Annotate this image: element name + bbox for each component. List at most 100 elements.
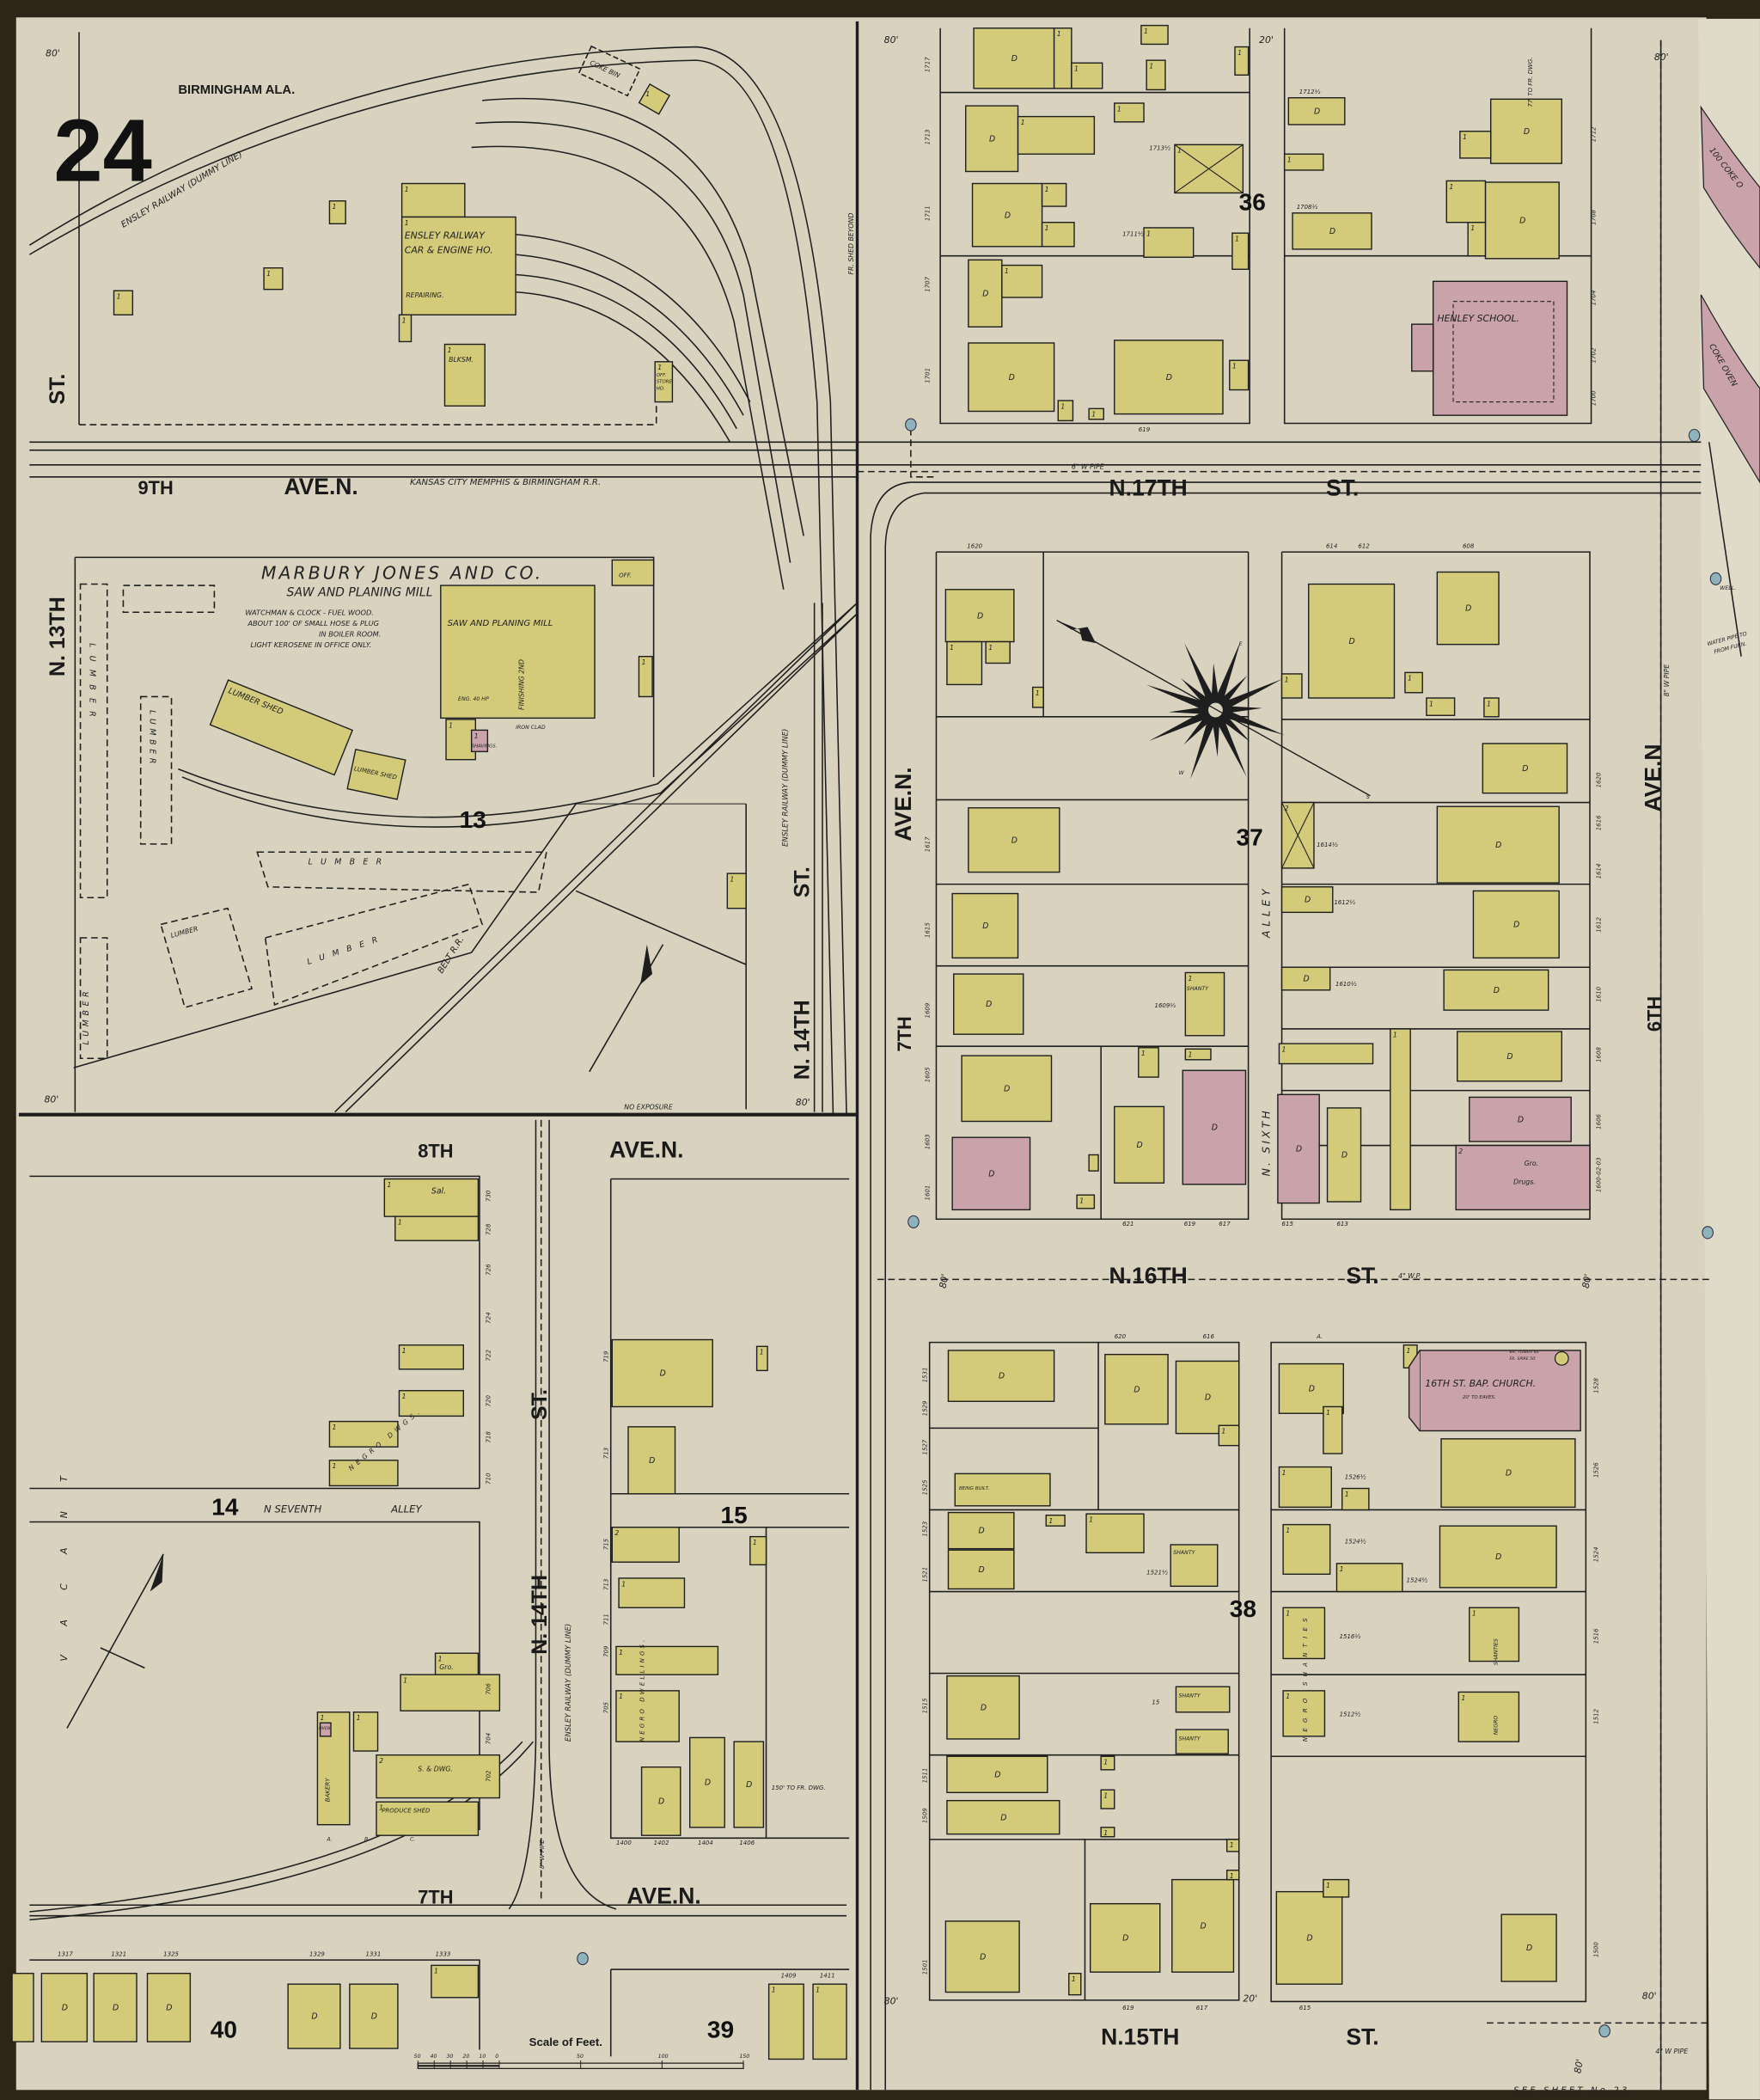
- frame-building: [400, 1674, 501, 1711]
- b36-left-lines: [939, 28, 1250, 425]
- belt-rr: [345, 613, 859, 1113]
- pipe-stub: [910, 428, 938, 478]
- story-mark: 1: [1287, 156, 1292, 164]
- dwelling-mark: D: [1011, 54, 1018, 64]
- frame-building: [611, 1527, 680, 1563]
- frame-building: [1114, 340, 1224, 415]
- frame-building: [1457, 1031, 1562, 1082]
- repairing-label: REPAIRING.: [406, 291, 443, 299]
- frame-building: [1085, 1513, 1145, 1554]
- frame-building: [947, 1350, 1055, 1402]
- frame-building: [1500, 1913, 1557, 1982]
- dwelling-mark: D: [1495, 841, 1501, 850]
- frame-building: [1225, 1839, 1240, 1852]
- address-label: 1523: [921, 1521, 929, 1537]
- block-number-14: 14: [211, 1494, 239, 1521]
- scale-tick-label: 50: [414, 2054, 421, 2060]
- frame-building: [1171, 1878, 1235, 1973]
- office-label: OFF.: [619, 572, 632, 579]
- frame-building: [618, 1577, 686, 1608]
- frame-building: [971, 182, 1043, 248]
- frame-building: [1308, 583, 1396, 699]
- pipe-4wp-label: 4" W.P.: [1398, 1272, 1421, 1280]
- address-label: 720: [484, 1395, 492, 1407]
- frame-building: [946, 1799, 1060, 1835]
- address-label: 1516: [1592, 1628, 1599, 1644]
- story-mark: 1: [1021, 119, 1025, 126]
- frame-building: [1459, 131, 1492, 159]
- iron-clad-label: IRON CLAD: [516, 725, 546, 731]
- address-label: 1713½: [1149, 144, 1170, 152]
- grocery-label: Gro.: [439, 1663, 453, 1671]
- story-mark: 1: [402, 317, 406, 325]
- scale-tick-label: 30: [447, 2054, 454, 2060]
- street-n13: N. 13TH: [46, 597, 70, 677]
- block-number-15: 15: [721, 1502, 748, 1528]
- frame-building: [1057, 400, 1074, 422]
- story-mark: 1: [1005, 267, 1009, 275]
- story-mark: 1: [730, 876, 734, 884]
- frame-building: [1225, 1870, 1240, 1881]
- address-label: 619: [1122, 2004, 1134, 2011]
- address-label: 719: [602, 1350, 610, 1362]
- story-mark: 1: [333, 1462, 337, 1470]
- vacant-label: VACANT: [58, 1447, 70, 1662]
- street-9th-num: 9TH: [138, 477, 174, 499]
- address-label: 1325: [163, 1950, 179, 1957]
- scale-tick-label: 0: [495, 2054, 498, 2060]
- pipe-4w-label: 4" W PIPE: [1655, 2048, 1688, 2055]
- frame-building: [611, 559, 655, 586]
- street-n16-num: N.16TH: [1109, 1263, 1188, 1289]
- frame-building: [443, 343, 486, 407]
- address-label: 1511: [921, 1768, 929, 1784]
- address-label: 612: [1358, 542, 1370, 549]
- dwelling-mark: D: [980, 1952, 986, 1962]
- story-mark: 1: [449, 721, 453, 729]
- mill-lot-line: [75, 556, 655, 777]
- frame-building: [1045, 1514, 1066, 1527]
- address-label: A.: [1316, 1332, 1323, 1340]
- frame-building: [1175, 1686, 1231, 1713]
- dwelling-mark: D: [1522, 764, 1528, 774]
- address-label: 1712½: [1299, 88, 1321, 95]
- story-mark: 1: [1036, 689, 1040, 697]
- frame-building: [615, 1690, 680, 1742]
- frame-building: [328, 200, 346, 224]
- address-label: 1711½: [1122, 230, 1144, 237]
- address-label: 713: [602, 1579, 610, 1590]
- address-label: 715: [602, 1538, 610, 1550]
- story-mark: 1: [438, 1656, 443, 1663]
- street-7th-num: 7TH: [418, 1887, 453, 1908]
- address-label: 1515: [921, 1698, 929, 1713]
- scale-tick-label: 100: [658, 2054, 669, 2060]
- frame-building: [1467, 222, 1487, 257]
- address-label: 613: [1336, 1220, 1348, 1228]
- dwelling-mark: D: [977, 611, 983, 621]
- north-arrow-head-lower: [150, 1553, 164, 1592]
- address-label: 706: [484, 1683, 492, 1695]
- dwelling-mark: D: [1122, 1934, 1128, 1944]
- address-label: 617: [1196, 2004, 1208, 2011]
- story-mark: 1: [1188, 1051, 1192, 1059]
- alley-line: [29, 1521, 480, 1830]
- dwelling-mark: D: [660, 1369, 666, 1379]
- frame-building: [376, 1801, 480, 1836]
- frame-building: [1175, 1729, 1229, 1754]
- frame-building: [346, 748, 406, 800]
- frame-building: [1100, 1789, 1115, 1809]
- dwelling-mark: D: [1000, 1813, 1006, 1822]
- spur: [471, 145, 785, 590]
- story-mark: 1: [760, 1349, 764, 1356]
- block-number-36: 36: [1239, 189, 1266, 216]
- dim-80-g: 80': [1642, 1990, 1657, 2001]
- story-mark: 1: [642, 658, 646, 666]
- compass-point: [1184, 643, 1220, 713]
- scale-bar-fill: [418, 2065, 499, 2067]
- fire-hydrant-icon: [577, 1952, 589, 1966]
- fire-hydrant-icon: [1598, 2024, 1610, 2038]
- compass-point: [1190, 708, 1220, 780]
- frame-building: [946, 1755, 1048, 1794]
- frame-building: [1146, 59, 1166, 91]
- lot-c-label: C.: [410, 1836, 415, 1842]
- story-mark: 1: [619, 1649, 623, 1656]
